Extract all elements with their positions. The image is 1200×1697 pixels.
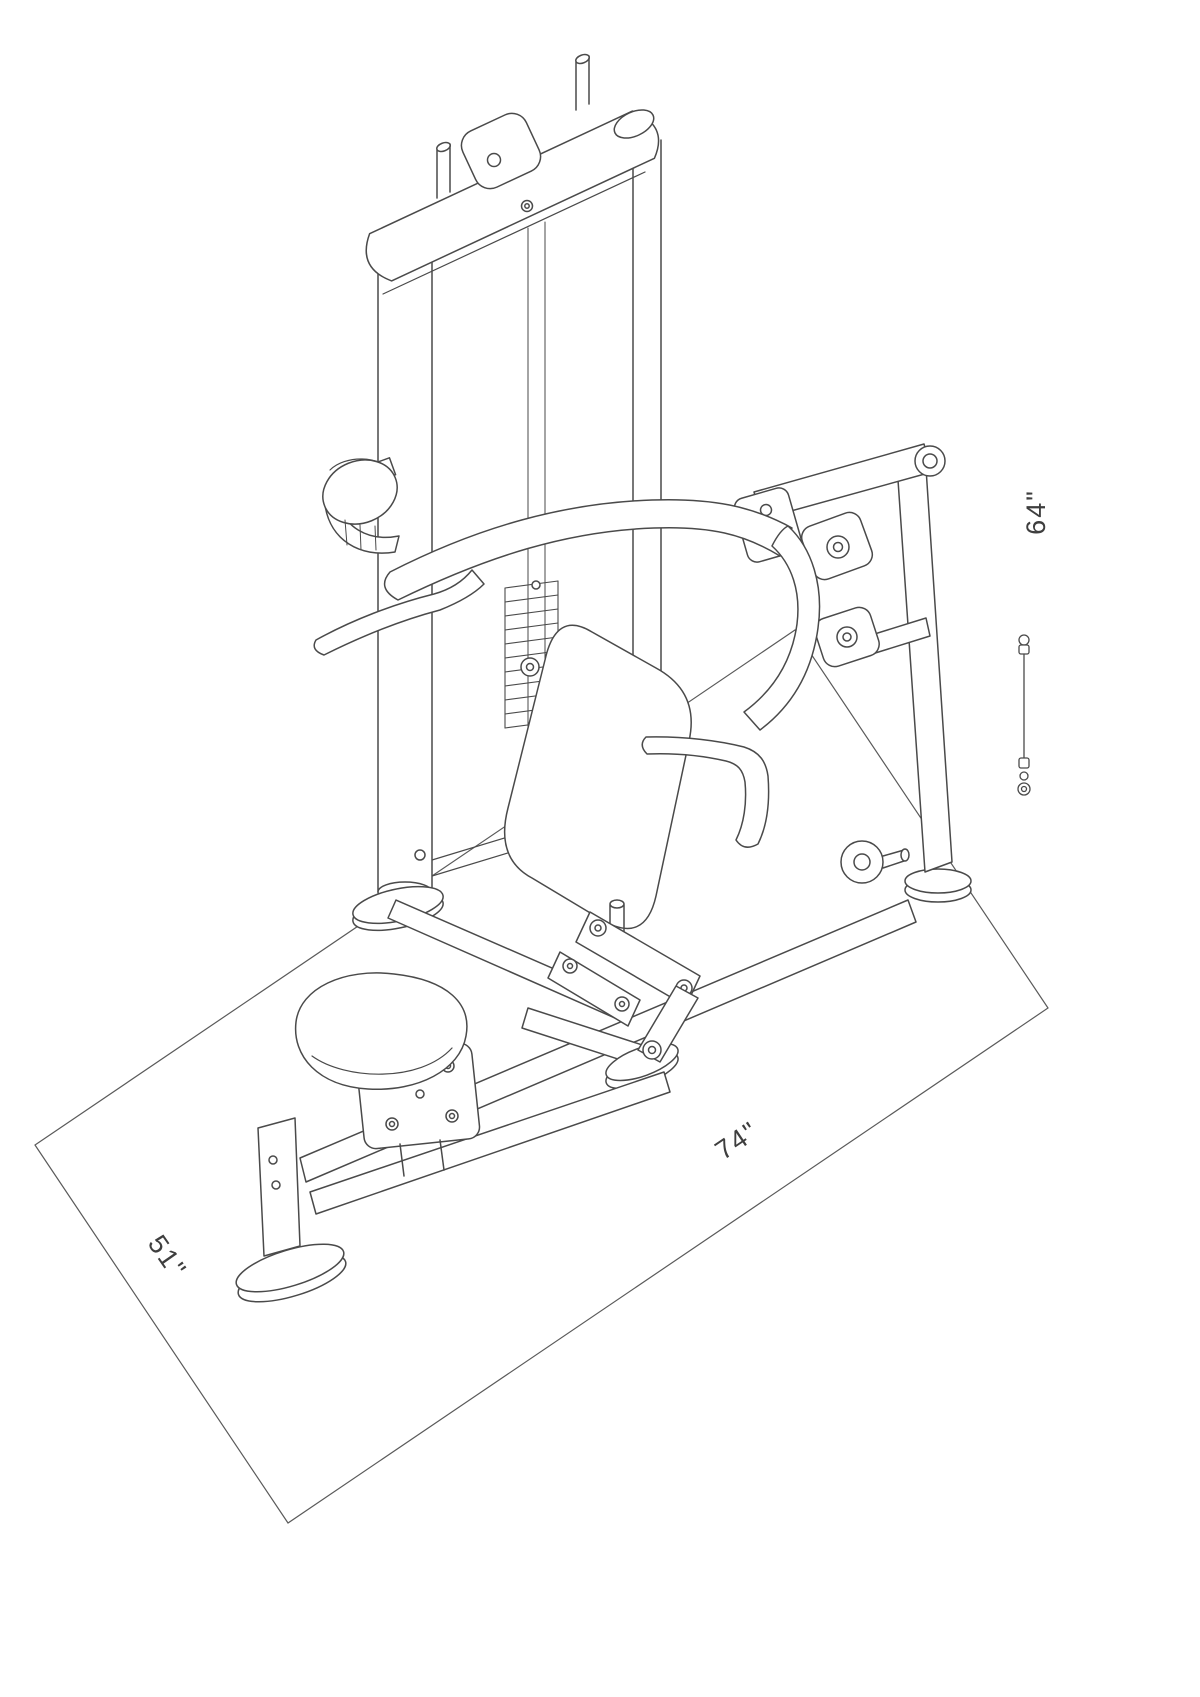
linkage-assembly xyxy=(547,911,701,1063)
dimension-width-label: 74" xyxy=(710,1115,765,1165)
right-handle xyxy=(641,736,770,848)
machine-line-art xyxy=(235,53,972,1303)
handles xyxy=(313,569,770,848)
left-handle xyxy=(313,569,485,656)
rear-frame xyxy=(733,443,972,903)
weight-selector-pin-detail xyxy=(1017,634,1031,796)
seat-cushion xyxy=(294,972,468,1090)
seat-assembly xyxy=(294,972,481,1177)
guide-rod-pegs xyxy=(436,53,590,199)
column-clamp-pad xyxy=(322,457,400,554)
base-frame xyxy=(235,885,917,1303)
dimension-height-label: 64" xyxy=(1021,489,1051,535)
press-arm xyxy=(383,498,821,731)
dimension-depth-label: 51" xyxy=(142,1230,193,1285)
